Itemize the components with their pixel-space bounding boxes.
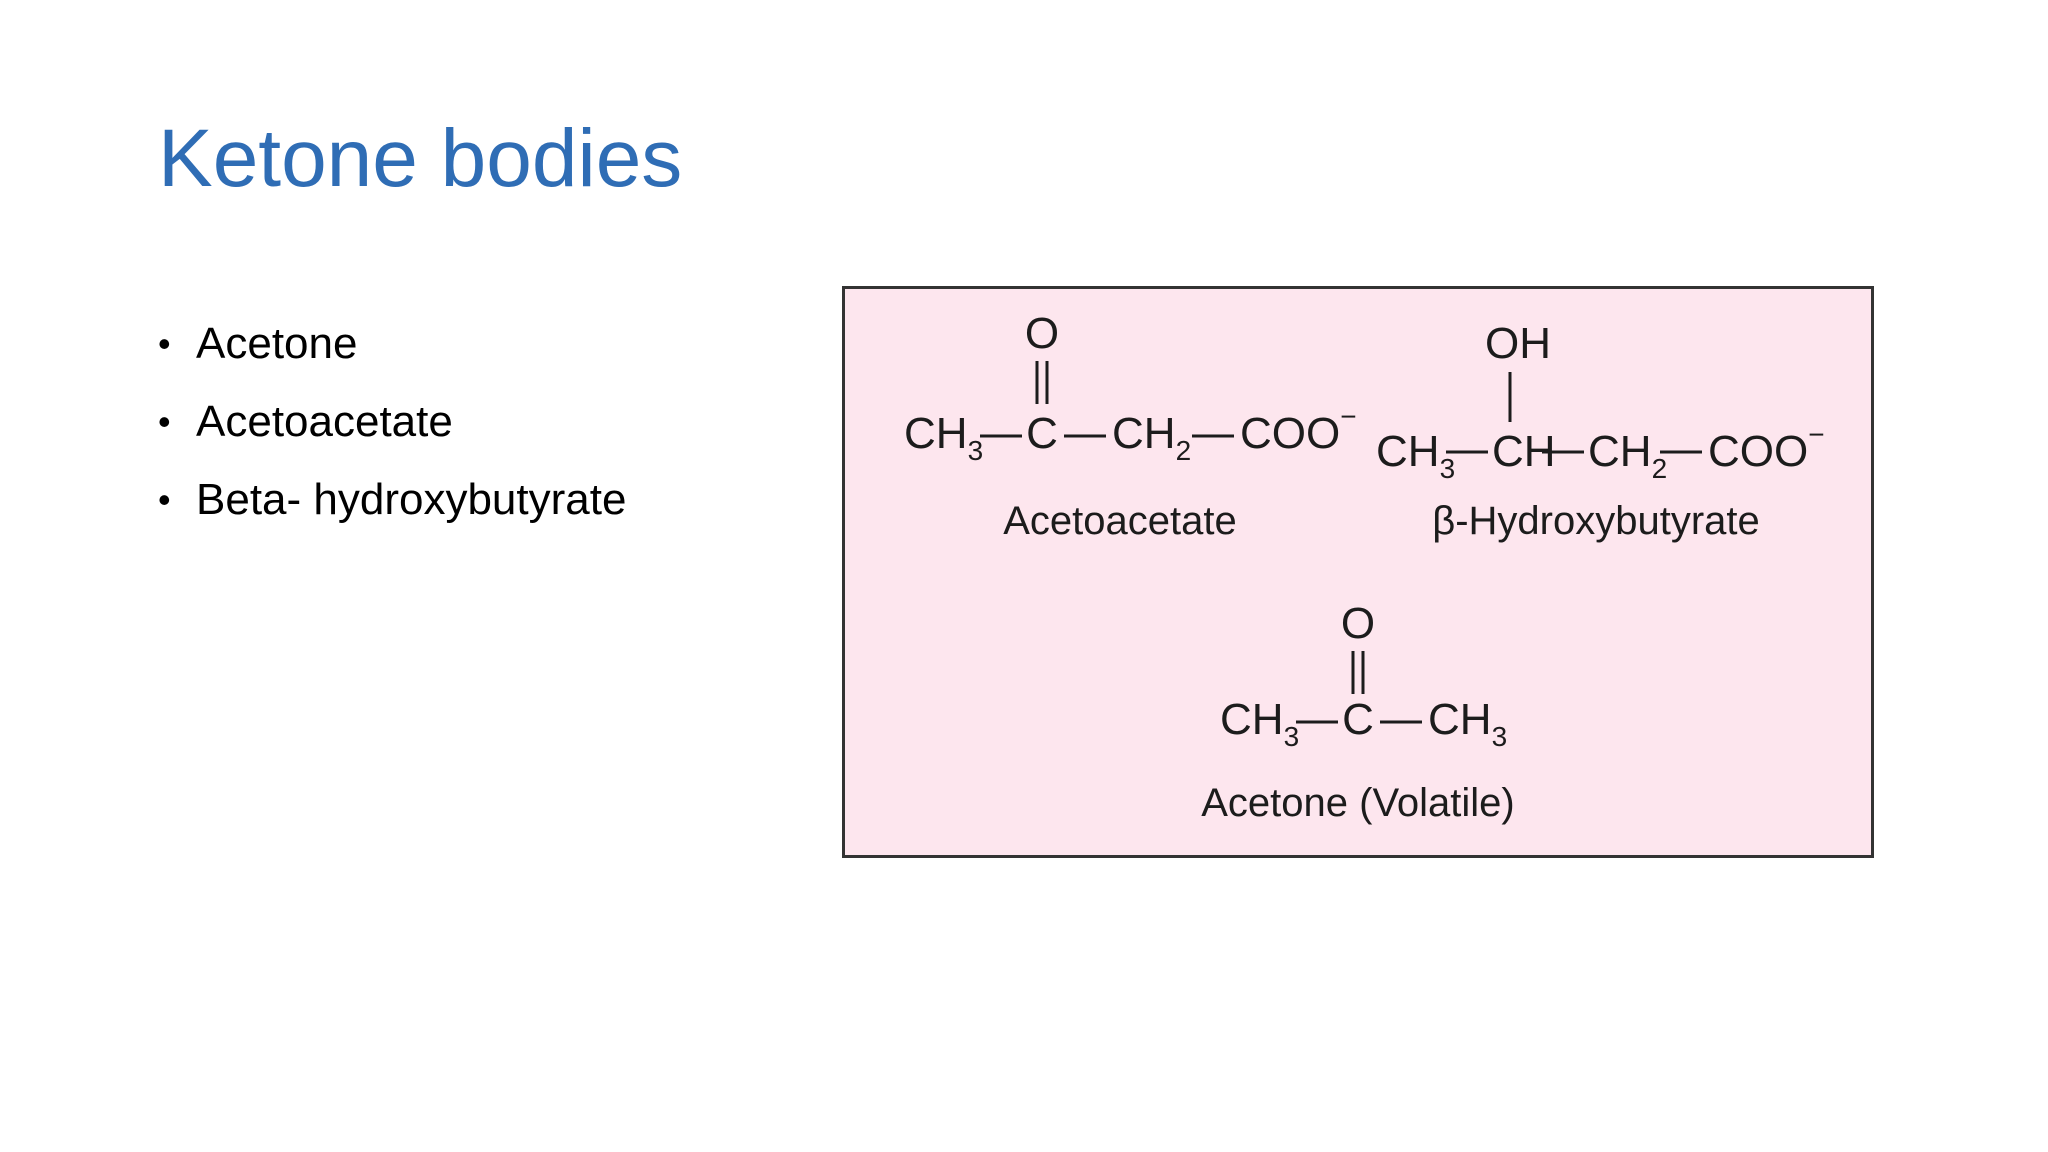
bullet-text-hydroxybutyrate: Beta- hydroxybutyrate xyxy=(196,475,627,524)
carbonyl-oxygen: O xyxy=(1025,309,1059,358)
methylene-ch: CH xyxy=(1588,427,1652,476)
hydroxybutyrate-label: β-Hydroxybutyrate xyxy=(1432,499,1760,543)
methyl-subscript: 3 xyxy=(1284,721,1300,752)
methylene-ch: CH xyxy=(1112,409,1176,458)
methyl-subscript: 3 xyxy=(1492,721,1508,752)
carboxylate-group: COO− xyxy=(1708,419,1825,476)
methyl-subscript: 3 xyxy=(968,435,984,466)
carbonyl-carbon: C xyxy=(1026,409,1058,458)
methyl-subscript: 3 xyxy=(1440,453,1456,484)
carboxylate-group: COO− xyxy=(1240,401,1357,458)
carboxylate-coo: COO xyxy=(1240,409,1340,458)
methylene-subscript: 2 xyxy=(1176,435,1192,466)
carbonyl-carbon: C xyxy=(1342,695,1374,744)
carboxylate-coo: COO xyxy=(1708,427,1808,476)
acetone-structure: O CH3 C CH3 Acetone (Volatile) xyxy=(1201,599,1515,825)
methyl-ch: CH xyxy=(1428,695,1492,744)
slide-title: Ketone bodies xyxy=(158,113,683,204)
acetoacetate-label: Acetoacetate xyxy=(1003,499,1237,543)
methyl-group: CH3 xyxy=(1376,427,1455,484)
carboxylate-charge: − xyxy=(1808,419,1824,450)
methylene-subscript: 2 xyxy=(1652,453,1668,484)
hydroxyl-group: OH xyxy=(1485,319,1551,368)
ketone-structures-figure: O CH3 C CH2 COO− Acetoacetate OH CH3 CH … xyxy=(842,286,1874,858)
bullet-item: • Acetone xyxy=(158,318,626,396)
methylene-group: CH2 xyxy=(1588,427,1667,484)
methyl-ch: CH xyxy=(1220,695,1284,744)
methylene-group: CH2 xyxy=(1112,409,1191,466)
bullet-dot: • xyxy=(158,401,171,442)
bullet-text-acetoacetate: Acetoacetate xyxy=(196,397,453,446)
bullet-dot: • xyxy=(158,479,171,520)
methyl-group-left: CH3 xyxy=(1220,695,1299,752)
carbonyl-oxygen: O xyxy=(1341,599,1375,648)
acetone-label: Acetone (Volatile) xyxy=(1201,781,1515,825)
carboxylate-charge: − xyxy=(1340,401,1356,432)
bullet-dot: • xyxy=(158,323,171,364)
acetoacetate-structure: O CH3 C CH2 COO− Acetoacetate xyxy=(904,309,1357,543)
bullet-item: • Acetoacetate xyxy=(158,396,626,474)
methyl-group-right: CH3 xyxy=(1428,695,1507,752)
methyl-ch: CH xyxy=(904,409,968,458)
structures-svg: O CH3 C CH2 COO− Acetoacetate OH CH3 CH … xyxy=(842,286,1874,858)
hydroxybutyrate-structure: OH CH3 CH CH2 COO− β-Hydroxybutyrate xyxy=(1376,319,1825,543)
methyl-ch: CH xyxy=(1376,427,1440,476)
bullet-text-acetone: Acetone xyxy=(196,319,358,368)
bullet-list: • Acetone • Acetoacetate • Beta- hydroxy… xyxy=(158,318,626,552)
figure-frame xyxy=(842,286,1874,858)
methyl-group: CH3 xyxy=(904,409,983,466)
bullet-item: • Beta- hydroxybutyrate xyxy=(158,474,626,552)
